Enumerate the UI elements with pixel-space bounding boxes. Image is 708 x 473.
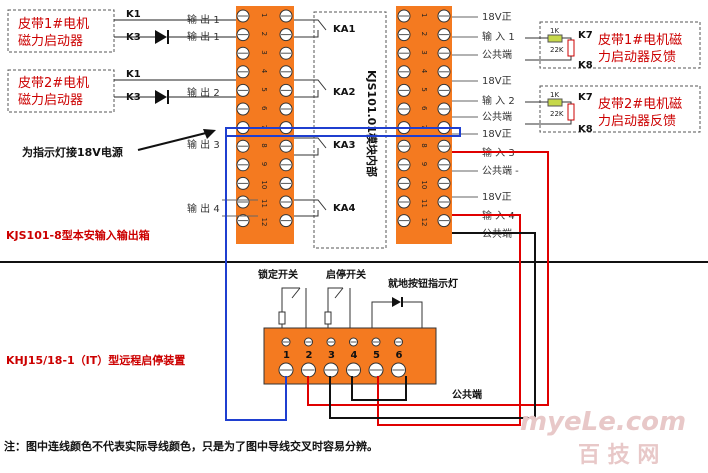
bottom-terminal-number: 4 xyxy=(351,350,358,361)
terminal-number: 11 xyxy=(420,199,428,208)
indicator-arrow xyxy=(137,131,211,151)
terminal-number: 3 xyxy=(420,50,428,54)
left-box-2-line2: 磁力启动器 xyxy=(18,93,83,108)
terminal-number: 2 xyxy=(420,32,428,36)
terminal-number: 12 xyxy=(420,218,428,227)
bottom-terminal-number: 2 xyxy=(306,350,313,361)
right-box-1-r-top: 1K xyxy=(550,27,559,35)
right-label-10: 18V正 xyxy=(482,192,512,203)
terminal-number: 2 xyxy=(260,32,268,36)
output-2-label: 输 出 2 xyxy=(187,86,220,99)
right-box-2: 1K 22K K7 K8 皮带2#电机磁 力启动器反馈 xyxy=(525,85,701,135)
terminal-number: 6 xyxy=(260,106,268,111)
right-box-2-line2: 力启动器反馈 xyxy=(598,114,676,129)
module-label: KJS101.01模块内部 xyxy=(365,70,379,177)
relays: KA1 KA2 KA3 KA4 xyxy=(294,19,355,217)
terminal-number: 1 xyxy=(260,13,268,17)
right-labels: 18V正 输 入 1 公共端 18V正 输 入 2 公共端 18V正 输 入 3… xyxy=(452,12,519,240)
right-box-1-r-bottom: 22K xyxy=(550,46,564,54)
start-stop-switch-label: 启停开关 xyxy=(326,268,366,281)
watermark-bottom: 百 技 网 xyxy=(578,443,659,468)
right-label-7: 18V正 xyxy=(482,129,512,140)
terminal-number: 9 xyxy=(260,162,268,166)
left-box-2-k-top: K1 xyxy=(126,69,141,80)
terminal-number: 4 xyxy=(420,69,428,74)
left-box-1-line2: 磁力启动器 xyxy=(18,34,83,49)
right-box-2-r-bottom: 22K xyxy=(550,110,564,118)
right-label-9: 公共端 - xyxy=(482,164,519,177)
terminal-number: 5 xyxy=(420,87,428,91)
right-label-5: 输 入 2 xyxy=(482,94,515,107)
terminal-number: 10 xyxy=(420,180,428,189)
right-box-1-k-top: K7 xyxy=(578,30,593,41)
led-icon xyxy=(392,297,401,307)
bottom-terminal-number: 1 xyxy=(283,350,290,361)
left-box-1: 皮带1#电机 磁力启动器 K1 K3 xyxy=(7,9,236,53)
terminal-number: 4 xyxy=(260,69,268,74)
right-box-2-line1: 皮带2#电机磁 xyxy=(598,97,682,112)
arrow-head-icon xyxy=(203,129,216,139)
diode-icon xyxy=(155,30,167,44)
right-label-4: 18V正 xyxy=(482,76,512,87)
output-labels: 输 出 1 输 出 1 输 出 2 输 出 3 输 出 4 xyxy=(187,13,258,217)
right-box-1: 1K 22K K7 K8 皮带1#电机磁 力启动器反馈 xyxy=(525,21,701,71)
terminal-number: 3 xyxy=(260,50,268,54)
right-box-1-line2: 力启动器反馈 xyxy=(598,50,676,65)
right-label-1: 18V正 xyxy=(482,12,512,23)
terminal-number: 7 xyxy=(420,125,428,129)
watermark-top: myeLe.com xyxy=(520,407,686,437)
terminal-number: 11 xyxy=(260,199,268,208)
terminal-number: 12 xyxy=(260,218,268,227)
bottom-terminal-number: 5 xyxy=(373,350,380,361)
wires xyxy=(225,127,549,426)
relay-ka1: KA1 xyxy=(333,24,355,35)
terminal-number: 7 xyxy=(260,125,268,129)
output-1-label: 输 出 1 xyxy=(187,13,220,26)
right-box-2-k-top: K7 xyxy=(578,92,593,103)
top-section-label: KJS101-8型本安输入输出箱 xyxy=(6,228,150,242)
output-3-label: 输 出 3 xyxy=(187,138,220,151)
switches: 锁定开关 启停开关 就地按钮指示灯 xyxy=(258,268,458,334)
terminal-number: 8 xyxy=(420,143,428,147)
relay-ka4: KA4 xyxy=(333,203,355,214)
bottom-terminals: 1 2 3 4 5 6 xyxy=(278,337,406,378)
terminal-number: 6 xyxy=(420,106,428,111)
right-box-1-line1: 皮带1#电机磁 xyxy=(598,33,682,48)
indicator-lamp-label: 就地按钮指示灯 xyxy=(388,277,458,290)
terminal-number: 1 xyxy=(420,13,428,17)
lock-switch-label: 锁定开关 xyxy=(258,268,298,281)
terminal-number: 8 xyxy=(260,143,268,147)
right-label-2: 输 入 1 xyxy=(482,30,515,43)
relay-ka2: KA2 xyxy=(333,87,355,98)
right-box-2-r-top: 1K xyxy=(550,91,559,99)
indicator-note: 为指示灯接18V电源 xyxy=(22,145,123,159)
left-box-2-line1: 皮带2#电机 xyxy=(18,76,89,91)
bottom-section-label: KHJ15/18-1（IT）型远程启停装置 xyxy=(6,353,185,367)
bottom-terminal-number: 6 xyxy=(396,350,403,361)
terminal-number: 5 xyxy=(260,87,268,91)
diode-icon xyxy=(155,90,167,104)
left-box-2: 皮带2#电机 磁力启动器 K1 K3 xyxy=(7,69,236,113)
footnote: 注：图中连线颜色不代表实际导线颜色，只是为了图中导线交叉时容易分辨。 xyxy=(4,439,378,453)
terminal-number: 10 xyxy=(260,180,268,189)
right-label-6: 公共端 xyxy=(482,110,512,123)
terminal-number: 9 xyxy=(420,162,428,166)
right-label-3: 公共端 xyxy=(482,48,512,61)
output-1b-label: 输 出 1 xyxy=(187,30,220,43)
common-label: 公共端 xyxy=(452,388,482,401)
bottom-terminal-number: 3 xyxy=(328,350,335,361)
module-box xyxy=(313,11,387,249)
left-box-1-line1: 皮带1#电机 xyxy=(18,17,89,32)
right-box-2-k-bottom: K8 xyxy=(578,124,593,135)
output-4-label: 输 出 4 xyxy=(187,202,220,215)
left-box-1-k-top: K1 xyxy=(126,9,141,20)
relay-ka3: KA3 xyxy=(333,140,355,151)
right-box-1-k-bottom: K8 xyxy=(578,60,593,71)
